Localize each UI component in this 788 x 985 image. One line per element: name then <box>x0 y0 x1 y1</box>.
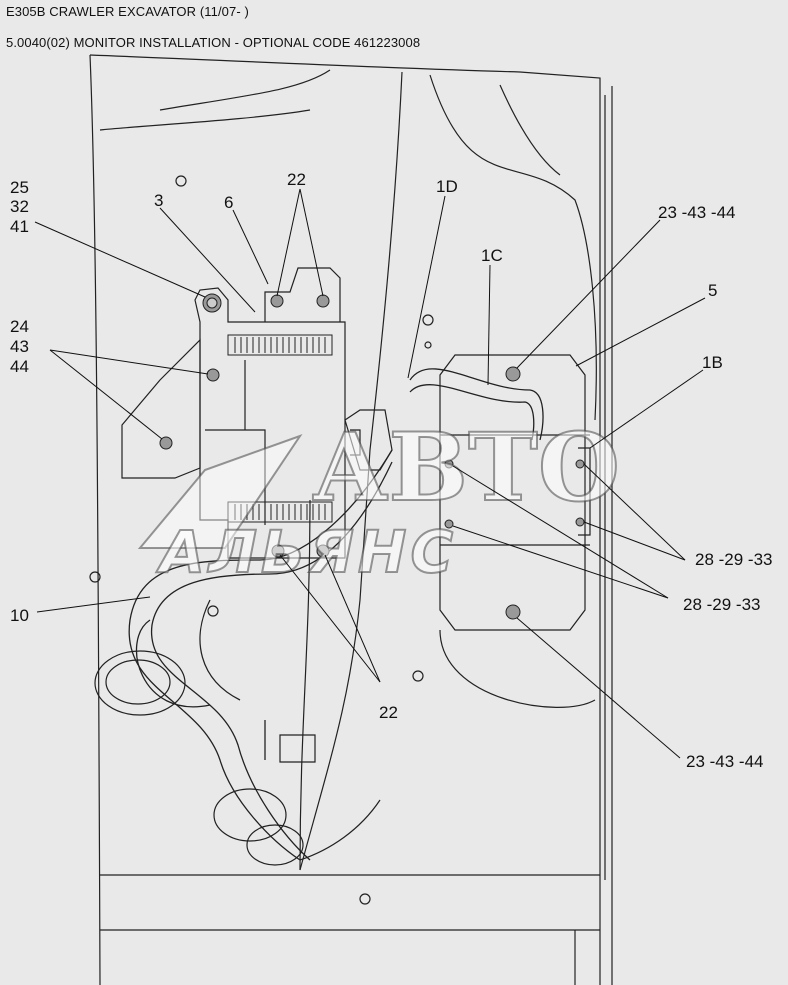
watermark-line2: АЛЬЯНС <box>156 518 457 586</box>
watermark-line1: АВТО <box>312 413 620 523</box>
cable-loops <box>94 650 316 866</box>
callout-44: 44 <box>10 357 29 376</box>
callout-28-29-33-b: 28 -29 -33 <box>683 595 761 614</box>
callout-22-bottom: 22 <box>379 703 398 722</box>
watermark: АВТО АЛЬЯНС <box>137 412 621 587</box>
cable-harness <box>128 368 544 861</box>
monitor-bracket <box>121 287 346 559</box>
side-bracket <box>578 447 591 536</box>
callout-1c: 1C <box>481 246 503 265</box>
vent-slots-bottom <box>227 501 333 523</box>
top-tab <box>264 267 341 322</box>
bolts <box>159 293 585 620</box>
diagram-subtitle: 5.0040(02) MONITOR INSTALLATION - OPTION… <box>6 35 421 50</box>
callout-32: 32 <box>10 197 29 216</box>
control-box <box>439 354 590 631</box>
callout-41: 41 <box>10 217 29 236</box>
callout-22-top: 22 <box>287 170 306 189</box>
callout-1b: 1B <box>702 353 723 372</box>
callout-5: 5 <box>708 281 717 300</box>
leader-lines <box>34 188 706 759</box>
callout-28-29-33-a: 28 -29 -33 <box>695 550 773 569</box>
panel-holes <box>89 175 434 905</box>
cab-panel <box>89 54 613 985</box>
callout-23-43-44-top: 23 -43 -44 <box>658 203 736 222</box>
callout-6: 6 <box>224 193 233 212</box>
callout-10: 10 <box>10 606 29 625</box>
diagram-title: E305B CRAWLER EXCAVATOR (11/07- ) <box>6 4 249 19</box>
callout-23-43-44-bottom: 23 -43 -44 <box>686 752 764 771</box>
callouts: 25 32 41 3 6 22 1D 23 -43 -44 1C 5 24 43… <box>10 170 773 771</box>
callout-25: 25 <box>10 178 29 197</box>
callout-43: 43 <box>10 337 29 356</box>
vent-slots-top <box>227 334 333 356</box>
callout-24: 24 <box>10 317 29 336</box>
callout-3: 3 <box>154 191 163 210</box>
callout-1d: 1D <box>436 177 458 196</box>
